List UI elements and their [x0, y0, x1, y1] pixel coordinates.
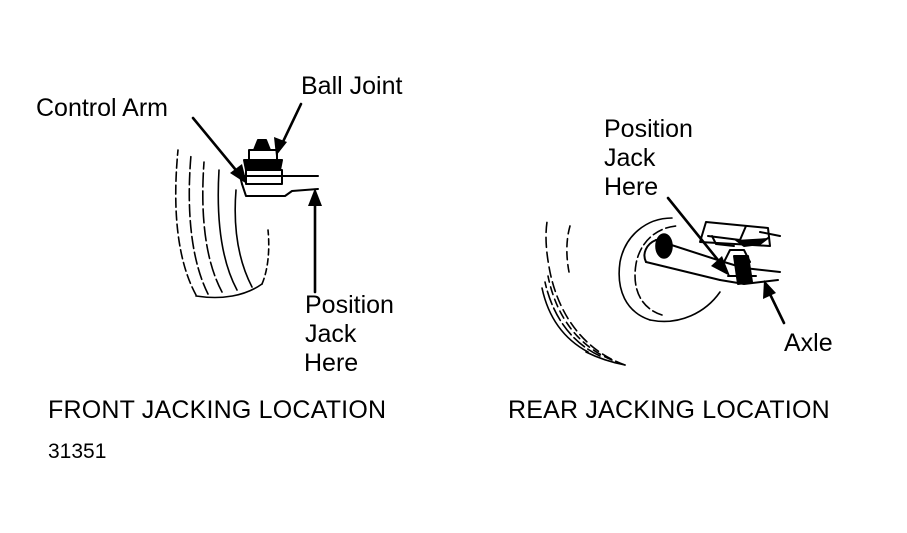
front-jack-arrowhead — [308, 188, 322, 206]
front-position-label-line3: Here — [304, 349, 359, 377]
axle-arrowhead — [763, 280, 776, 299]
rear-tire-drawing — [541, 221, 626, 366]
figure-number: 31351 — [48, 440, 107, 463]
front-control-arm-drawing — [239, 175, 319, 197]
rear-position-label-line2: Jack — [604, 144, 656, 172]
rear-position-label-line1: Position — [604, 115, 693, 143]
rear-axle-drawing — [643, 239, 781, 285]
rear-position-label-line3: Here — [604, 173, 659, 201]
front-caption: FRONT JACKING LOCATION — [48, 396, 387, 424]
control-arm-arrowhead — [230, 164, 247, 184]
axle-label: Axle — [784, 329, 833, 357]
ball-joint-label: Ball Joint — [301, 72, 403, 100]
ball-joint-arrowhead — [274, 137, 287, 156]
control-arm-label: Control Arm — [36, 94, 168, 122]
front-position-label-line2: Jack — [305, 320, 357, 348]
front-tire-drawing — [174, 149, 270, 299]
rear-frame-drawing — [699, 221, 781, 247]
rear-drum-drawing — [618, 217, 721, 323]
front-position-label-line1: Position — [305, 291, 394, 319]
rear-jack-arrowhead — [711, 256, 730, 276]
rear-caption: REAR JACKING LOCATION — [508, 396, 830, 424]
rear-arrows — [666, 196, 786, 325]
